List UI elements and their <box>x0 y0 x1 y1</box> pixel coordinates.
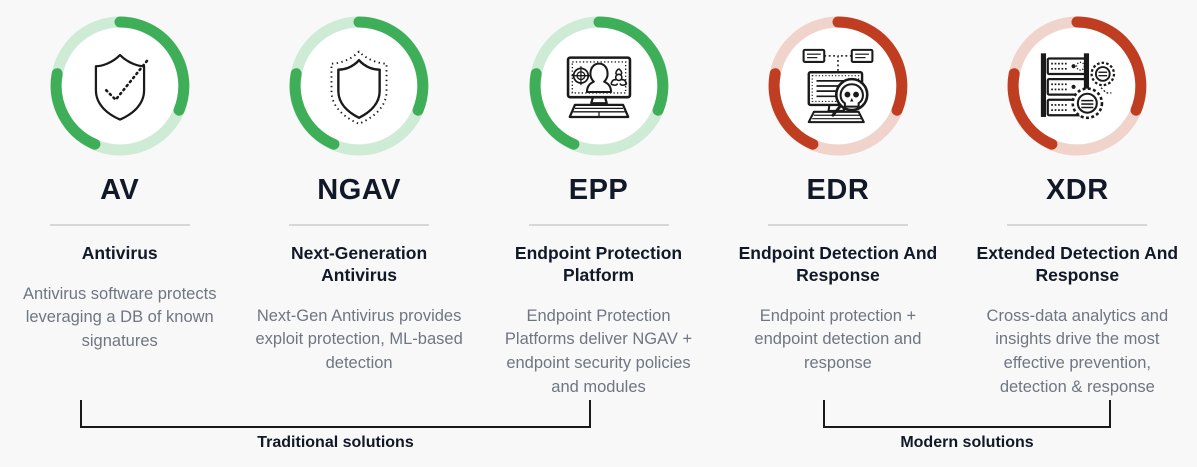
ring-wrap-av <box>46 12 194 160</box>
description-ngav: Next-Gen Antivirus provides exploit prot… <box>255 306 463 372</box>
divider-xdr <box>1007 224 1148 226</box>
full-name-av: Antivirus <box>81 243 158 263</box>
full-name-epp: Endpoint Protection Platform <box>514 243 683 285</box>
solution-column-ngav[interactable]: NGAV Next-Generation Antivirus Next-Gen … <box>239 0 478 400</box>
description-xdr: Cross-data analytics and insights drive … <box>986 306 1169 396</box>
progress-ring-ngav <box>289 16 429 156</box>
solution-column-edr[interactable]: EDR Endpoint Detection And Response Endp… <box>718 0 957 400</box>
description-epp: Endpoint Protection Platforms deliver NG… <box>504 306 693 396</box>
divider-ngav <box>289 224 430 226</box>
shield-dotted-icon <box>316 43 402 129</box>
full-name-ngav: Next-Generation Antivirus <box>291 243 428 285</box>
acronym-epp: EPP <box>568 174 629 206</box>
description-edr: Endpoint protection + endpoint detection… <box>754 306 922 372</box>
progress-ring-av <box>50 16 190 156</box>
server-gears-icon <box>1034 43 1120 129</box>
group-label-modern-solutions: Modern solutions <box>900 434 1034 451</box>
bracket-modern-solutions <box>823 400 1111 428</box>
full-name-xdr: Extended Detection And Response <box>976 243 1179 285</box>
full-name-edr: Endpoint Detection And Response <box>738 243 938 285</box>
solution-column-av[interactable]: AV Antivirus Antivirus software protects… <box>0 0 239 400</box>
solution-column-xdr[interactable]: XDR Extended Detection And Response Cros… <box>958 0 1197 400</box>
divider-edr <box>767 224 908 226</box>
solution-column-epp[interactable]: EPP Endpoint Protection Platform Endpoin… <box>479 0 718 400</box>
bracket-traditional-solutions <box>80 400 591 428</box>
acronym-av: AV <box>100 174 140 206</box>
acronym-ngav: NGAV <box>317 174 401 206</box>
desktop-skull-magnifier-icon <box>795 43 881 129</box>
group-label-traditional-solutions: Traditional solutions <box>257 434 414 451</box>
acronym-xdr: XDR <box>1045 174 1109 206</box>
acronym-edr: EDR <box>806 174 870 206</box>
desktop-malware-icon <box>556 43 642 129</box>
divider-epp <box>528 224 669 226</box>
ring-wrap-edr <box>764 12 912 160</box>
ring-wrap-epp <box>525 12 673 160</box>
ring-wrap-ngav <box>285 12 433 160</box>
shield-check-icon <box>77 43 163 129</box>
divider-av <box>49 224 190 226</box>
ring-wrap-xdr <box>1003 12 1151 160</box>
solution-columns: AV Antivirus Antivirus software protects… <box>0 0 1197 400</box>
description-av: Antivirus software protects leveraging a… <box>22 284 217 351</box>
